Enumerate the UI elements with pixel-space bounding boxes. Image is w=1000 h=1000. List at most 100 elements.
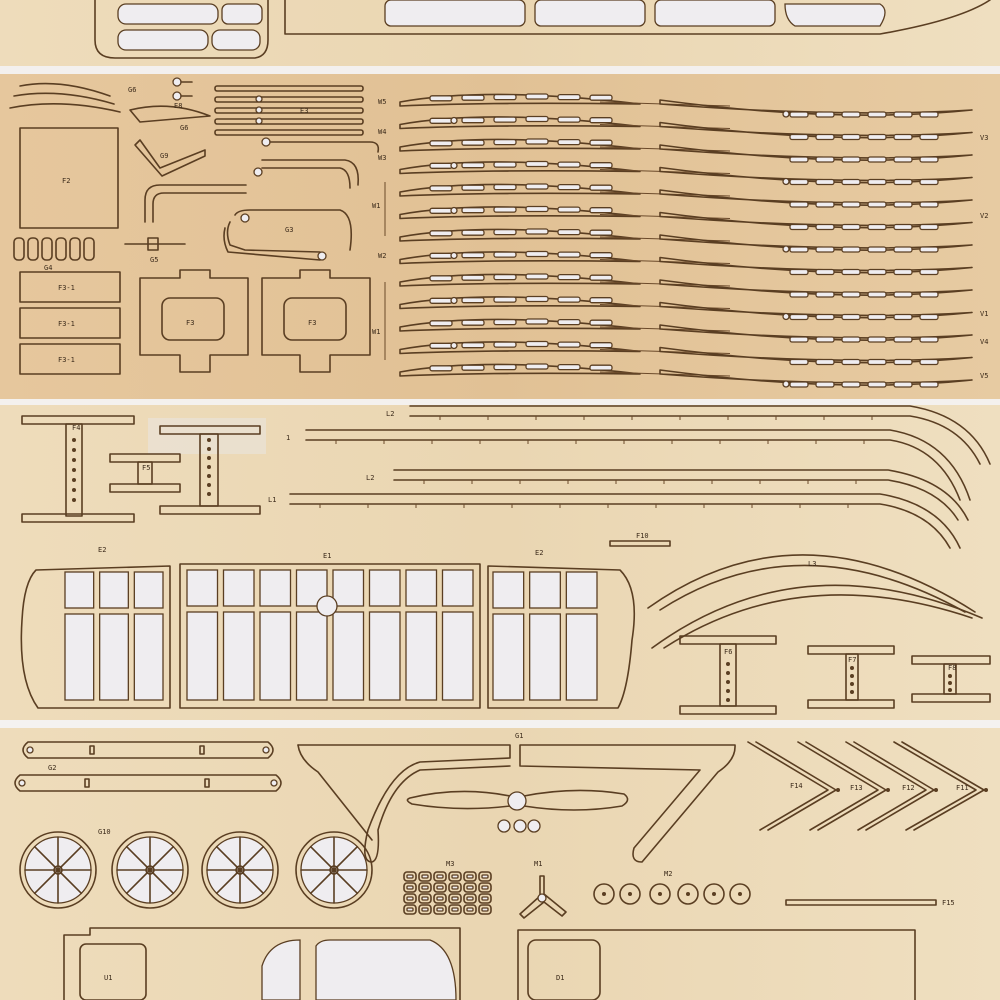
rib-cutout [919, 381, 939, 388]
nut [418, 882, 432, 893]
nut [478, 893, 492, 904]
part-label: 1 [286, 434, 290, 442]
wheel-spoke [215, 869, 241, 895]
tri-spinner [519, 875, 567, 919]
rib-cutout [789, 133, 809, 141]
rib-label: W4 [378, 128, 386, 136]
rib-cutout [461, 162, 485, 169]
rib-cutout [493, 206, 517, 213]
part-label: M1 [534, 860, 542, 868]
nut [478, 882, 492, 893]
wing-rib [659, 211, 973, 229]
rib-cutout [589, 319, 613, 326]
strut-hole [72, 498, 76, 502]
frame-window [161, 297, 225, 341]
rib-ring [450, 341, 458, 350]
flange [679, 705, 777, 715]
rib-cutout [841, 313, 861, 321]
nut [478, 904, 492, 915]
rib-label: V5 [980, 372, 988, 380]
v-strut [134, 139, 206, 177]
rib-cutout [789, 291, 809, 298]
rib-label: V1 [980, 310, 988, 318]
part-cutout [211, 29, 261, 51]
rib-cutout [841, 381, 861, 388]
sheet-gap [0, 399, 1000, 405]
wheel-spoke [125, 869, 151, 895]
bent-strut [152, 192, 247, 223]
part-label: F4 [72, 424, 80, 432]
part-label: E1 [323, 552, 331, 560]
rib-cutout [893, 178, 913, 186]
rib-cutout [867, 201, 887, 208]
wing-rib [659, 369, 973, 386]
rib-cutout [789, 201, 809, 208]
chevron-hole [934, 788, 938, 792]
rib-cutout [841, 111, 861, 118]
bent-strut [261, 167, 351, 189]
strut-hole [948, 681, 952, 685]
nut-hole [406, 885, 414, 890]
nut-hole [466, 874, 474, 879]
rib-cutout [461, 117, 485, 124]
strut-hole [72, 468, 76, 472]
rib-cutout [893, 336, 913, 343]
rib-cutout [841, 336, 861, 343]
rib-cutout [493, 116, 517, 123]
strut [19, 82, 111, 97]
rib-cutout [893, 156, 913, 163]
strut-hole [726, 671, 730, 675]
rib-cutout [789, 313, 809, 321]
ring [253, 167, 263, 177]
strut-hole [207, 465, 211, 469]
nut-hole [421, 896, 429, 901]
rib-cutout [525, 340, 549, 348]
rib-cutout [841, 268, 861, 276]
part-cutout [221, 3, 263, 25]
rib-ring [450, 251, 458, 260]
frame-cell [492, 613, 525, 701]
part-label: L2 [386, 410, 394, 418]
rib-cutout [493, 363, 517, 371]
strut-hole [726, 698, 730, 702]
wheel-spoke [57, 869, 83, 895]
nut [403, 882, 417, 893]
part-cutout [117, 3, 219, 25]
rib-label: W3 [378, 154, 386, 162]
part-label: G6 [180, 124, 188, 132]
rib-cutout [493, 273, 517, 281]
strut-hole [850, 674, 854, 678]
strut [9, 103, 121, 113]
longeron [305, 429, 971, 501]
part-label: F3-1 [58, 284, 75, 292]
rib-cutout [525, 273, 549, 280]
rib-cutout [789, 381, 809, 388]
frame-cell [492, 571, 525, 609]
rib-ring [782, 245, 790, 253]
rib-label: W1 [372, 202, 380, 210]
part-label: F2 [62, 177, 70, 185]
frame-e2-right [487, 565, 636, 709]
rib-cutout [589, 342, 613, 349]
sheet-3: F4 F5 1 L2 L2 L1 F10 E2 E1 E2 [0, 405, 1000, 728]
ring [255, 95, 263, 103]
rib-cutout [841, 358, 861, 366]
rib-cutout [893, 201, 913, 208]
wheels-g10 [19, 831, 373, 909]
rib-label: W5 [378, 98, 386, 106]
rib-cutout [429, 297, 453, 304]
propeller [406, 789, 629, 833]
rib-cutout [589, 252, 613, 259]
part-label: F8 [948, 664, 956, 672]
rib-cutout [919, 178, 939, 186]
rib-ring [450, 206, 458, 215]
washer-hole [628, 892, 632, 896]
part-label: E3 [300, 107, 308, 115]
nut-hole [481, 907, 489, 912]
rib-cutout [429, 162, 453, 169]
part-label: G2 [48, 764, 56, 772]
slot [84, 778, 90, 788]
nut-hole [436, 907, 444, 912]
rib-cutout [841, 201, 861, 208]
rib-cutout [841, 246, 861, 253]
